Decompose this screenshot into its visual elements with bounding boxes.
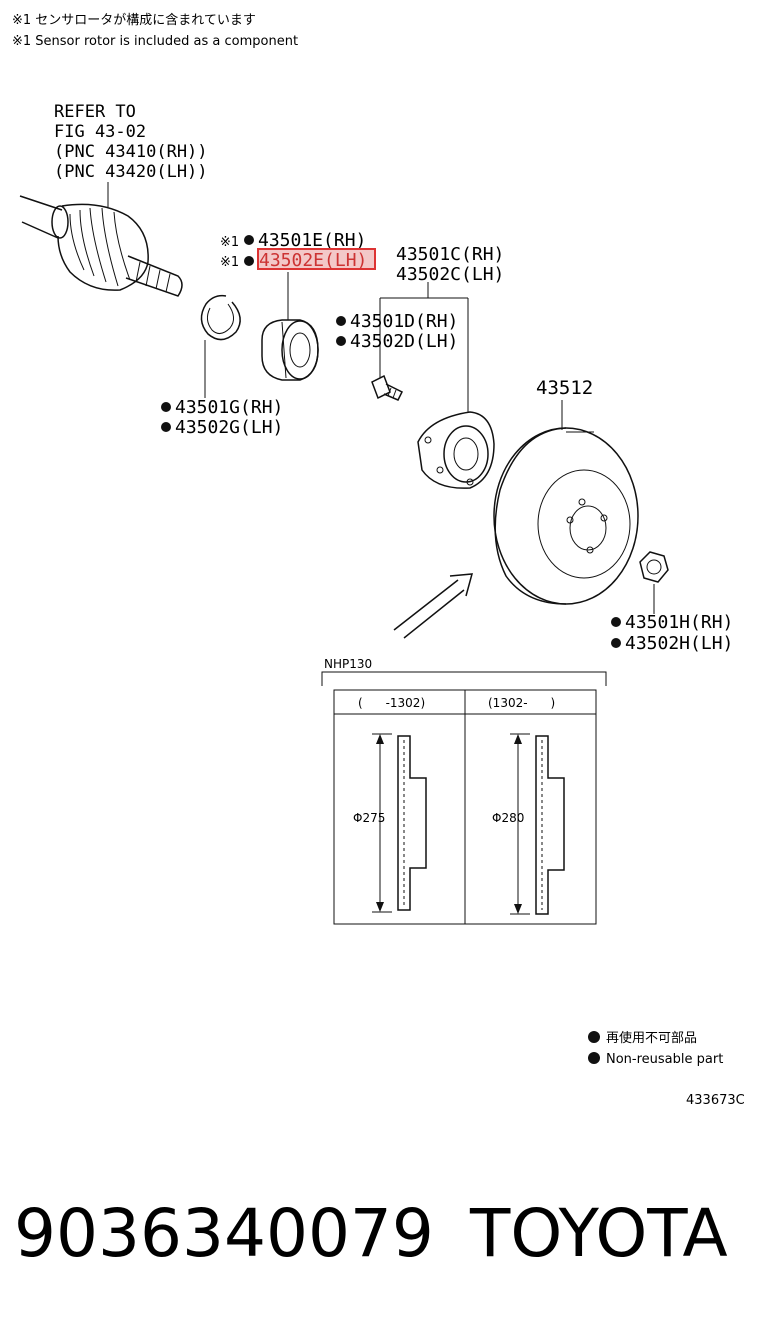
disc-rotor-drawing [493,427,639,605]
rotor-section-275 [372,733,427,913]
non-reusable-dot-43502h [611,638,621,648]
drive-shaft-drawing [19,195,183,297]
rotor-section-280 [510,733,565,915]
part-highlight-box [257,248,376,270]
inset-col1-header: ( -1302) [358,696,425,710]
mark-43502e: ※1 [220,255,239,270]
refer-to-label[interactable]: REFER TO FIG 43-02 (PNC 43410(RH)) (PNC … [54,102,208,182]
non-reusable-dot-43501h [611,617,621,627]
non-reusable-dot-43502g [161,422,171,432]
non-reusable-dot-43501g [161,402,171,412]
refer-line-2: FIG 43-02 [54,122,146,142]
part-43501d[interactable]: 43501D(RH) [350,311,458,332]
legend-dot-jp [588,1031,600,1043]
part-43501h[interactable]: 43501H(RH) [625,612,733,633]
footer-part-number: 9036340079 [14,1195,434,1272]
footer-brand: TOYOTA [469,1195,728,1272]
hub-bolt-drawing [371,374,404,401]
refer-line-4: (PNC 43420(LH)) [54,162,208,182]
inset-col2-diameter: Φ280 [492,811,524,825]
refer-line-3: (PNC 43410(RH)) [54,142,208,162]
non-reusable-dot-43501d [336,316,346,326]
non-reusable-dot-43501e [244,235,254,245]
mark-43501e: ※1 [220,235,239,250]
part-43501c[interactable]: 43501C(RH) [396,244,504,265]
variant-inset: NHP130 ( -1302) (1302- ) Φ275 [321,657,607,925]
part-43501e[interactable]: 43501E(RH) [258,230,366,251]
axle-hub-drawing [417,411,495,489]
legend-jp: 再使用不可部品 [606,1030,697,1046]
refer-line-1: REFER TO [54,102,136,122]
non-reusable-dot-43502e [244,256,254,266]
inset-col1-diameter: Φ275 [353,811,385,825]
hub-nut-drawing [639,551,669,583]
part-43502h[interactable]: 43502H(LH) [625,633,733,654]
part-43502g[interactable]: 43502G(LH) [175,417,283,438]
legend: 再使用不可部品 Non-reusable part [588,1030,723,1067]
figure-code: 433673C [686,1093,745,1108]
inset-col2-header: (1302- ) [488,696,555,710]
legend-en: Non-reusable part [606,1052,723,1067]
direction-arrow [393,573,474,639]
note-japanese: ※1 センサロータが構成に含まれています [12,12,256,28]
non-reusable-dot-43502d [336,336,346,346]
snap-ring-drawing [200,294,241,341]
note-english: ※1 Sensor rotor is included as a compone… [12,34,298,49]
hub-bearing-drawing [261,319,319,381]
part-43512[interactable]: 43512 [536,377,593,399]
part-43502d[interactable]: 43502D(LH) [350,331,458,352]
legend-dot-en [588,1052,600,1064]
part-43502c[interactable]: 43502C(LH) [396,264,504,285]
inset-model-label: NHP130 [324,657,372,671]
part-43501g[interactable]: 43501G(RH) [175,397,283,418]
part-43502e[interactable]: 43502E(LH) [259,250,367,271]
